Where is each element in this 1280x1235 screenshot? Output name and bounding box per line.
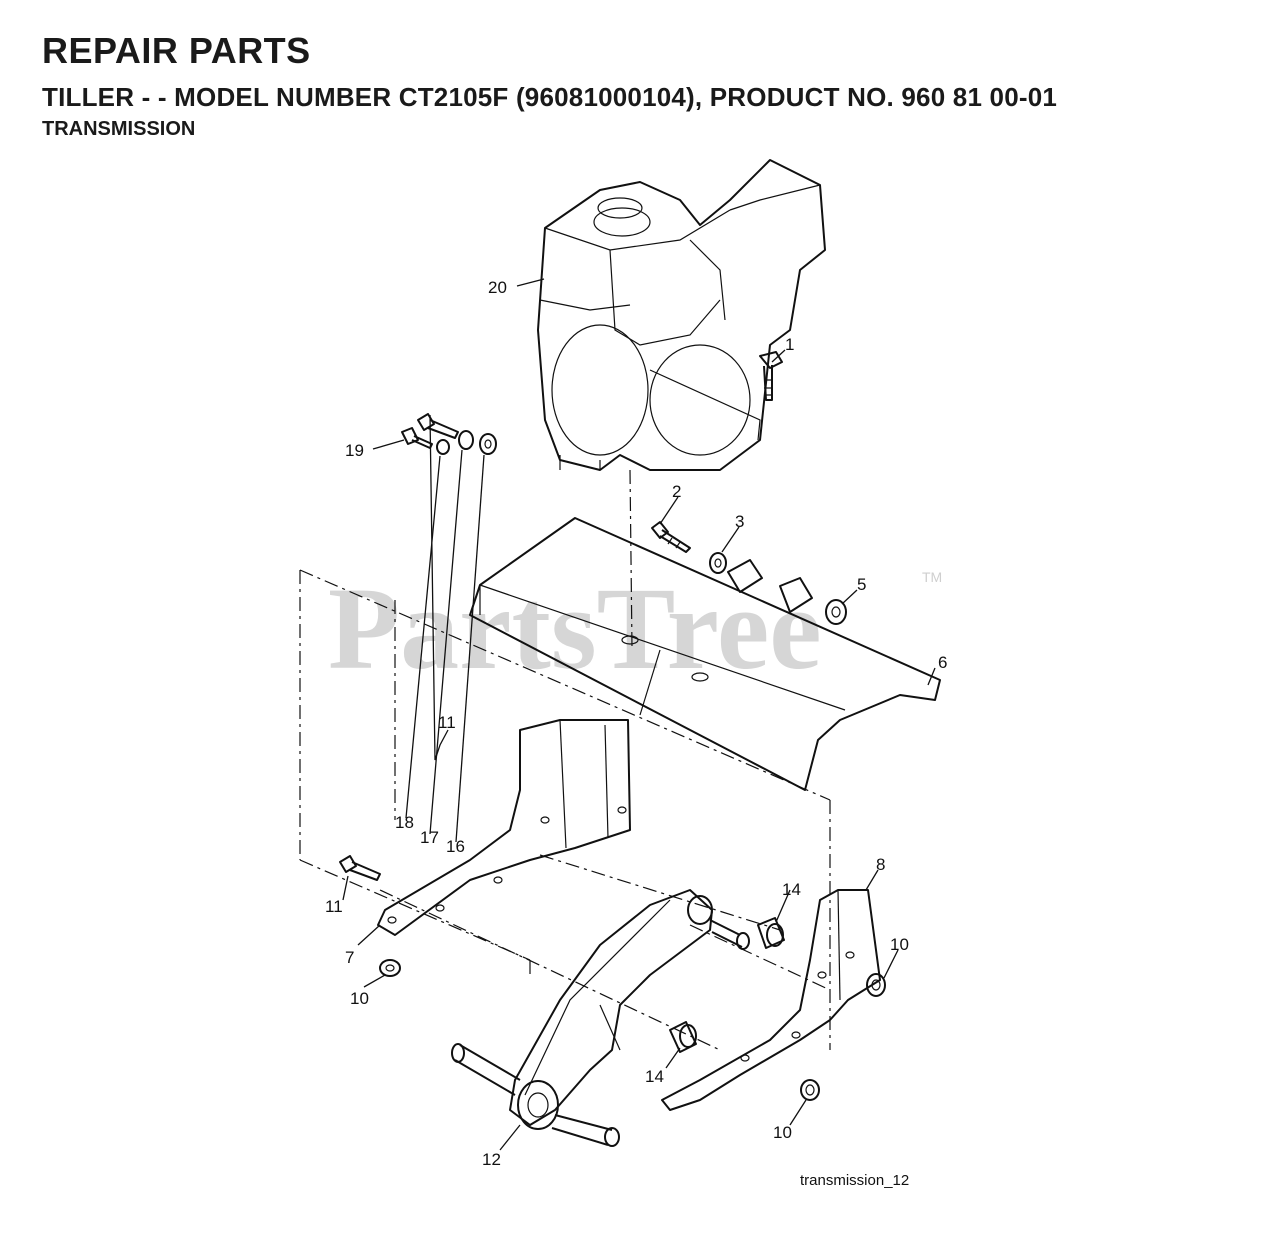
spacer-part-14-upper: [757, 917, 785, 949]
nut-part-10-bottom: [800, 1079, 820, 1101]
callout-20: 20: [488, 278, 507, 297]
transmission-part-12: [451, 889, 750, 1147]
bolt-part-19: [401, 427, 433, 449]
callout-10-right: 10: [890, 935, 909, 954]
callout-11-upper: 11: [438, 713, 456, 732]
washer-part-3: [709, 552, 727, 574]
callout-14-upper: 14: [782, 880, 801, 899]
bolt-part-1: [759, 351, 783, 401]
callout-16: 16: [446, 837, 465, 856]
nut-part-10-left: [379, 959, 401, 977]
callout-14-lower: 14: [645, 1067, 664, 1086]
side-plate-part-7: [377, 719, 631, 936]
mounting-bracket: [727, 559, 813, 613]
side-plate-part-8: [661, 889, 881, 1111]
callout-19: 19: [345, 441, 364, 460]
callout-10-left: 10: [350, 989, 369, 1008]
model-subtitle: TILLER - - MODEL NUMBER CT2105F (9608100…: [42, 82, 1058, 112]
callout-12: 12: [482, 1150, 501, 1169]
nut-part-5: [825, 599, 847, 625]
diagram-caption: transmission_12: [800, 1172, 909, 1189]
washer-part-17: [458, 430, 474, 450]
section-title: TRANSMISSION: [42, 118, 196, 140]
callout-1: 1: [785, 335, 794, 354]
callout-10-bottom: 10: [773, 1123, 792, 1142]
bolt-part-2: [651, 521, 691, 553]
callout-8: 8: [876, 855, 885, 874]
callout-3: 3: [735, 512, 744, 531]
callout-5: 5: [857, 575, 866, 594]
callout-18: 18: [395, 813, 414, 832]
callout-17: 17: [420, 828, 439, 847]
callout-6: 6: [938, 653, 947, 672]
spacer-part-14-lower: [669, 1021, 697, 1053]
washer-part-16: [479, 433, 497, 455]
page-title: REPAIR PARTS: [42, 30, 311, 71]
bolt-part-11-upper: [417, 413, 459, 439]
nut-part-10-right: [866, 973, 886, 997]
watermark-text: PartsTree: [328, 563, 822, 694]
engine-part-20: [537, 159, 826, 471]
callout-11-lower: 11: [325, 897, 343, 916]
bolt-part-11-lower: [339, 855, 381, 881]
watermark-trademark: TM: [922, 569, 942, 585]
washer-part-18: [436, 439, 450, 455]
callout-2: 2: [672, 482, 681, 501]
tine-shield-part-6: [469, 517, 941, 791]
callout-7: 7: [345, 948, 354, 967]
